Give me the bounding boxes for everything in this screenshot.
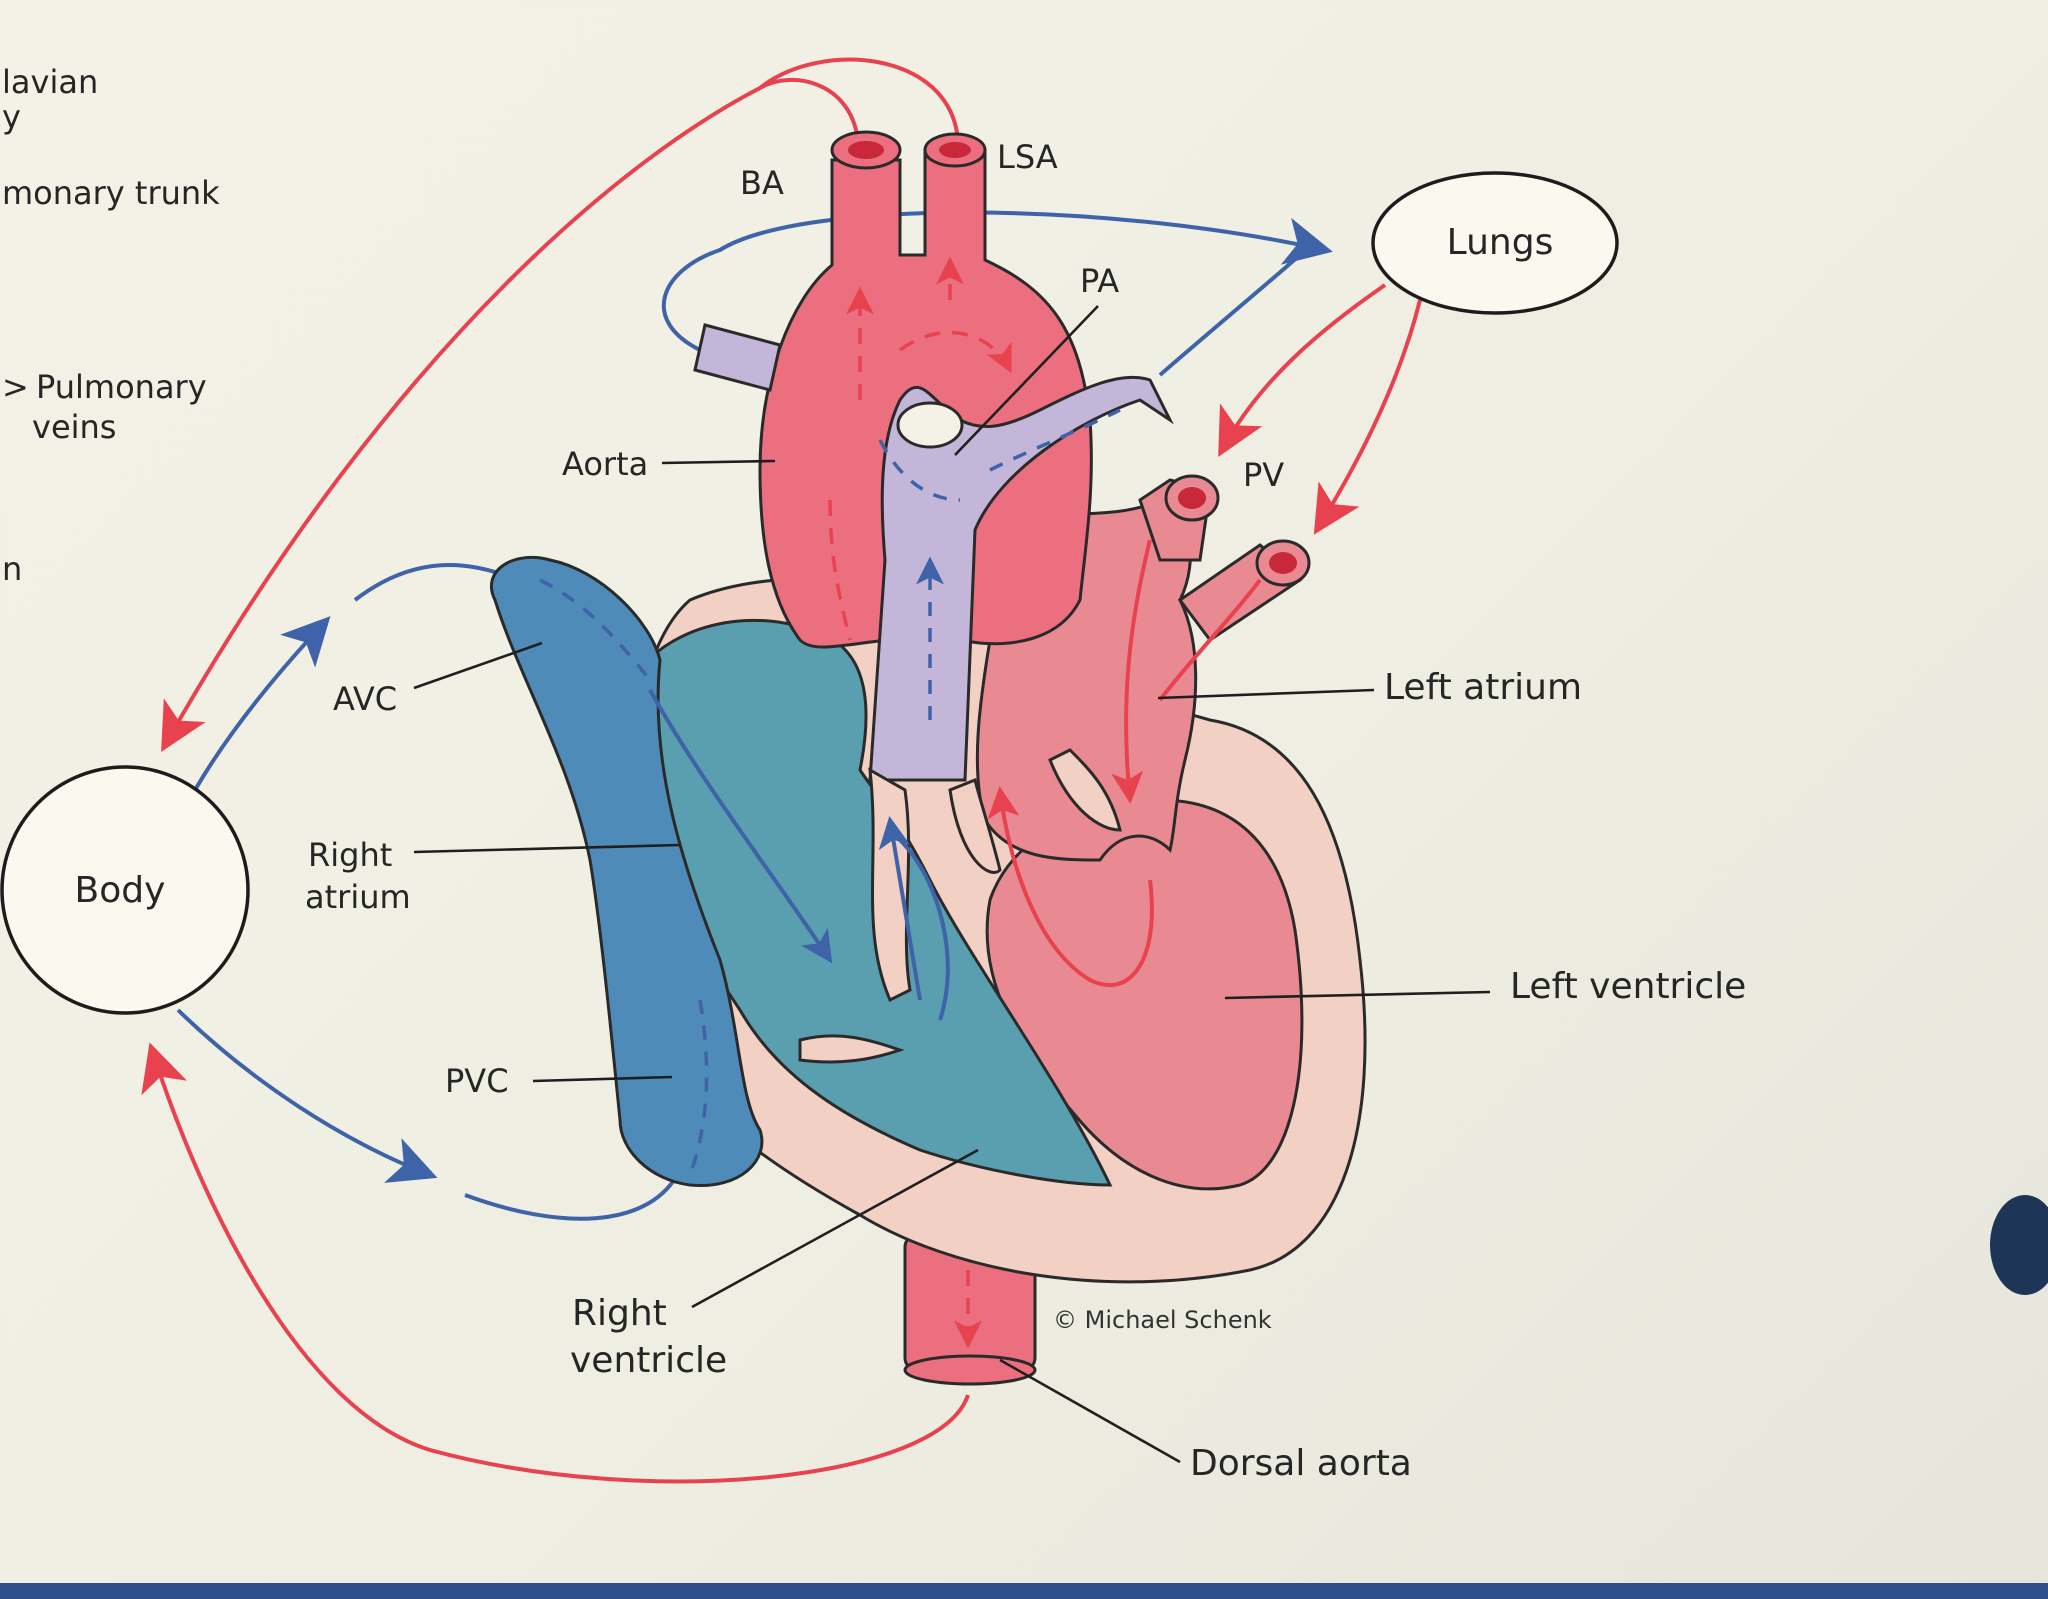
body-node: Body — [0, 765, 250, 1015]
arrow-pvc-entry — [464, 1169, 682, 1221]
margin-fragment-2: y — [2, 98, 21, 136]
labels: BA LSA PA Aorta PV AVC Left atrium Right… — [305, 138, 1746, 1484]
margin-fragment-arrow: > — [2, 368, 29, 406]
margin-fragment-3: monary trunk — [2, 174, 220, 212]
margin-fragment-5: veins — [32, 408, 116, 446]
arrow-lungs-to-pv-2 — [1313, 299, 1422, 535]
label-avc: AVC — [333, 680, 397, 718]
label-right-ventricle-line2: ventricle — [570, 1340, 727, 1381]
margin-fragment-4: Pulmonary — [36, 368, 207, 406]
label-pvc: PVC — [445, 1062, 509, 1100]
page-bottom-edge — [0, 1583, 2048, 1599]
label-right-atrium-line1: Right — [308, 836, 392, 874]
arrow-lungs-to-pv-1 — [1218, 283, 1387, 458]
label-left-ventricle: Left ventricle — [1510, 966, 1746, 1007]
label-right-atrium-line2: atrium — [305, 878, 411, 916]
label-left-atrium: Left atrium — [1384, 667, 1582, 708]
label-aorta: Aorta — [562, 445, 648, 483]
arrow-body-to-avc — [193, 616, 331, 792]
arrow-lsa-loop — [758, 57, 960, 141]
arrow-pa-to-lungs-right — [1158, 253, 1302, 377]
copyright-notice: © Michael Schenk — [1053, 1306, 1272, 1334]
pulmonary-veins — [1138, 474, 1311, 643]
margin-text: lavian y monary trunk > Pulmonary veins … — [2, 63, 220, 588]
heart — [489, 130, 1367, 1386]
label-lsa: LSA — [997, 138, 1058, 176]
lungs-node: Lungs — [1371, 171, 1619, 315]
vena-cava-vessel — [489, 555, 764, 1188]
lungs-label: Lungs — [1447, 222, 1554, 263]
arrow-dorsal-aorta-to-body — [141, 1042, 970, 1484]
circulation-arrows — [141, 57, 1422, 1484]
body-label: Body — [75, 870, 166, 911]
arrow-pa-to-lungs-left — [661, 210, 1333, 352]
label-right-ventricle-line1: Right — [572, 1293, 667, 1334]
arrow-arteries-to-body — [161, 77, 860, 752]
label-pv: PV — [1243, 456, 1284, 494]
label-dorsal-aorta: Dorsal aorta — [1190, 1443, 1412, 1484]
arrow-body-to-pvc — [176, 1008, 438, 1183]
label-pa: PA — [1080, 262, 1119, 300]
margin-fragment-1: lavian — [2, 63, 98, 101]
page-tab-marker — [1990, 1195, 2048, 1295]
margin-fragment-6: n — [2, 550, 22, 588]
label-ba: BA — [740, 164, 784, 202]
